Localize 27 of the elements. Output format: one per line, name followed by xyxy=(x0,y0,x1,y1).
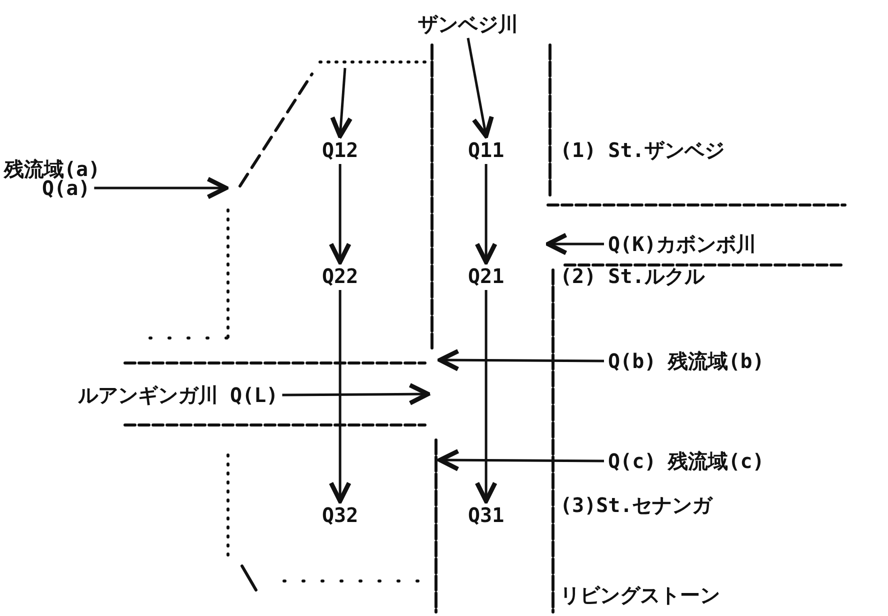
area-label: 残流域(a) xyxy=(4,157,100,181)
arrow xyxy=(328,290,352,504)
flow-label: Q22 xyxy=(322,264,358,288)
flow-label: Q32 xyxy=(322,503,358,527)
arrow xyxy=(474,290,498,504)
arrow xyxy=(328,164,352,264)
flow-label: Q31 xyxy=(468,503,504,527)
station-label: リビングストーン xyxy=(560,583,720,607)
arrow xyxy=(546,232,604,256)
station-label: (3)St.セナンガ xyxy=(560,493,712,517)
arrow xyxy=(330,68,353,138)
arrow xyxy=(438,348,604,372)
flow-label: Q11 xyxy=(468,138,504,162)
flow-label: Q12 xyxy=(322,138,358,162)
arrow xyxy=(474,164,498,264)
flow-label: ルアンギンガ川 Q(L) xyxy=(78,383,278,407)
flow-label: ザンベジ川 xyxy=(418,12,518,36)
flow-label: Q(b) 残流域(b) xyxy=(608,349,764,373)
station-label: (2) St.ルクル xyxy=(560,264,704,288)
arrow xyxy=(466,38,494,138)
flow-label: Q(c) 残流域(c) xyxy=(608,449,764,473)
station-label: (1) St.ザンベジ xyxy=(560,138,724,162)
arrow xyxy=(94,176,228,200)
arrow xyxy=(438,448,604,472)
arrow xyxy=(282,382,430,406)
flow-label: Q21 xyxy=(468,264,504,288)
flow-label: Q(K)カボンボ川 xyxy=(608,232,756,256)
